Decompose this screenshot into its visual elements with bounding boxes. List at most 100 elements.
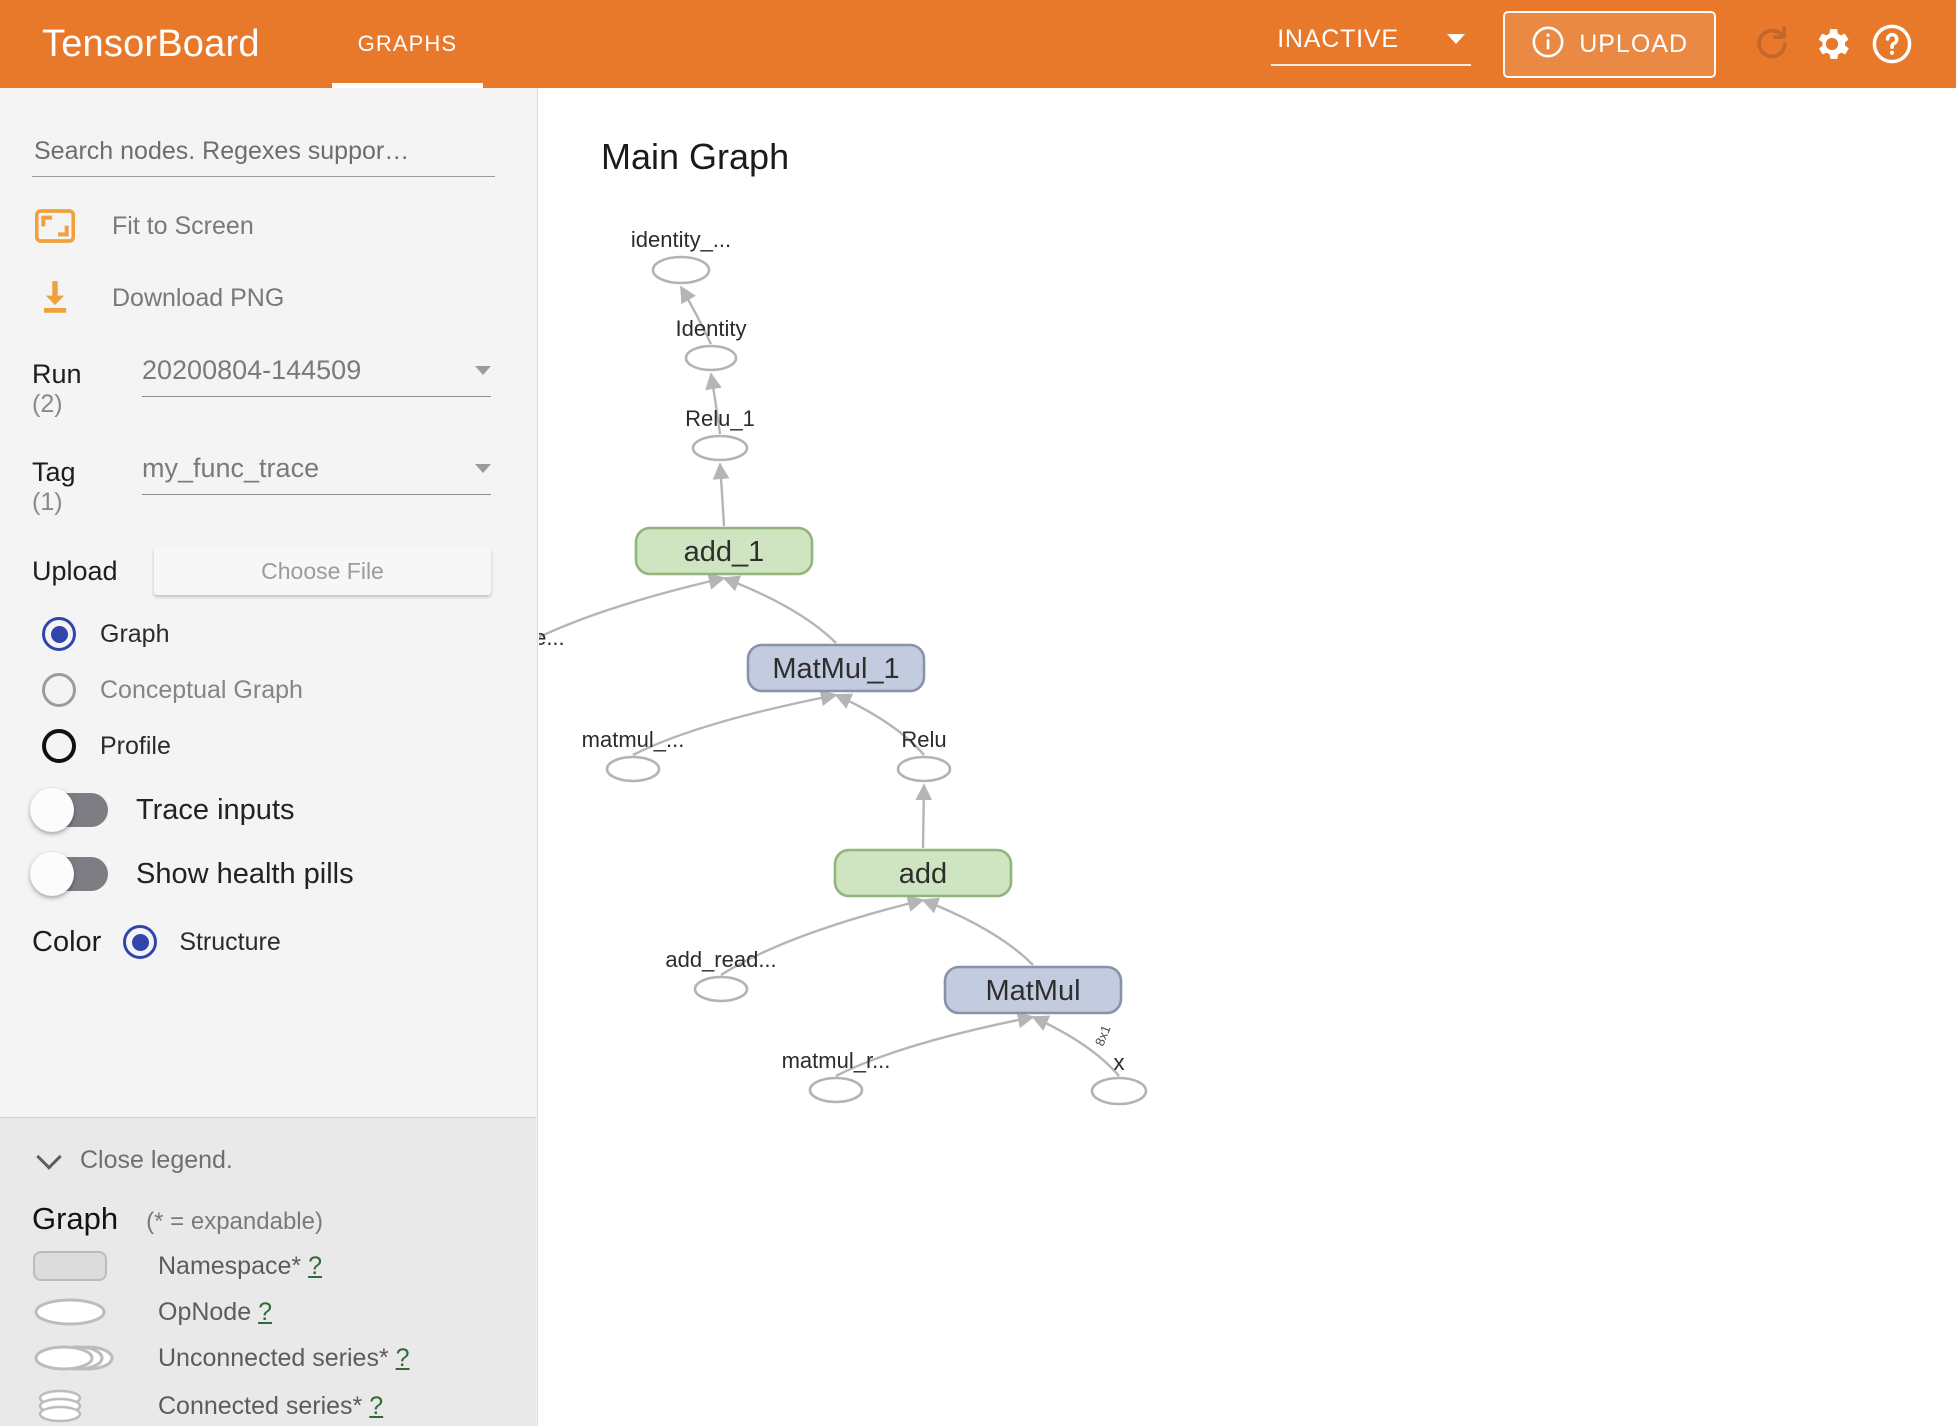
- radio-conceptual-graph-label: Conceptual Graph: [100, 675, 303, 704]
- chevron-down-icon: [475, 464, 491, 473]
- tag-value: my_func_trace: [142, 453, 320, 483]
- run-selector-row: Run (2) 20200804-144509: [32, 355, 537, 419]
- app-header: TensorBoard GRAPHS INACTIVE UPLOAD: [0, 0, 1956, 88]
- upload-button-label: UPLOAD: [1579, 29, 1688, 58]
- legend-label-text: Connected series*: [158, 1391, 363, 1420]
- graph-node-MatMul[interactable]: [943, 965, 1123, 1015]
- graph-node-add_1[interactable]: [634, 526, 814, 576]
- tag-label: Tag: [32, 457, 76, 487]
- radio-profile-label: Profile: [100, 731, 171, 760]
- graph-node-label: Relu_1: [685, 406, 755, 431]
- legend-label-text: OpNode: [158, 1297, 252, 1326]
- nav-tabs: GRAPHS: [331, 0, 484, 88]
- legend-label: OpNode ?: [158, 1298, 272, 1327]
- graph-node-label: add: [899, 858, 947, 890]
- color-label: Color: [32, 925, 102, 958]
- search-input[interactable]: [32, 136, 495, 177]
- download-png-button[interactable]: Download PNG: [32, 275, 537, 321]
- graph-node-MatMul_1[interactable]: [746, 643, 926, 693]
- run-label: Run: [32, 359, 82, 389]
- download-png-label: Download PNG: [112, 283, 285, 312]
- graph-node-label: Identity: [676, 316, 747, 341]
- radio-conceptual-graph-icon: [42, 673, 76, 707]
- unconnected-series-swatch-icon: [32, 1341, 136, 1375]
- radio-graph-label: Graph: [100, 619, 170, 648]
- health-pills-label: Show health pills: [136, 857, 354, 890]
- legend-label: Connected series* ?: [158, 1392, 383, 1421]
- graph-node-label: x: [1114, 1050, 1125, 1075]
- download-icon: [32, 275, 78, 321]
- graph-node-label: MatMul_1: [772, 653, 899, 685]
- graph-node-label: add_1: [684, 536, 765, 568]
- fit-to-screen-button[interactable]: Fit to Screen: [32, 203, 537, 249]
- header-actions: INACTIVE UPLOAD: [1271, 10, 1922, 78]
- radio-graph[interactable]: Graph: [42, 617, 537, 651]
- legend-item-connected-series: Connected series* ?: [32, 1387, 536, 1425]
- radio-profile[interactable]: Profile: [42, 729, 537, 763]
- legend-item-namespace: Namespace* ?: [32, 1249, 536, 1283]
- chevron-down-icon: [1447, 34, 1466, 44]
- legend-help-link[interactable]: ?: [395, 1343, 410, 1372]
- legend-note: (* = expandable): [146, 1208, 323, 1235]
- legend-help-link[interactable]: ?: [369, 1391, 384, 1420]
- legend-label-text: Namespace*: [158, 1251, 302, 1280]
- connected-series-swatch-icon: [32, 1387, 136, 1425]
- legend-item-opnode: OpNode ?: [32, 1295, 536, 1329]
- graph-node-label: add_1_re...: [539, 625, 565, 650]
- tag-dropdown[interactable]: my_func_trace: [142, 453, 491, 495]
- toggle-trace-inputs[interactable]: Trace inputs: [30, 788, 537, 832]
- trace-inputs-switch[interactable]: [30, 788, 108, 832]
- close-legend-label: Close legend.: [80, 1146, 233, 1174]
- graph-edges: [539, 285, 1120, 1078]
- graph-node-label: MatMul: [985, 975, 1080, 1007]
- toggle-health-pills[interactable]: Show health pills: [30, 852, 537, 896]
- legend-header: Graph (* = expandable): [32, 1201, 536, 1237]
- run-state-label: INACTIVE: [1277, 24, 1399, 53]
- graph-node-add[interactable]: [833, 848, 1013, 898]
- health-pills-switch[interactable]: [30, 852, 108, 896]
- graph-node-label: matmul_r...: [782, 1048, 891, 1073]
- graph-node-label: add_read...: [665, 947, 776, 972]
- help-question-icon[interactable]: [1862, 14, 1922, 74]
- run-label-group: Run (2): [32, 355, 142, 419]
- namespace-swatch-icon: [32, 1249, 136, 1283]
- upload-button[interactable]: UPLOAD: [1503, 10, 1716, 78]
- legend-label: Unconnected series* ?: [158, 1344, 410, 1373]
- app-brand: TensorBoard: [42, 22, 260, 65]
- graph-node-label: identity_...: [631, 227, 731, 252]
- radio-profile-icon: [42, 729, 76, 763]
- legend-help-link[interactable]: ?: [308, 1251, 322, 1280]
- run-value: 20200804-144509: [142, 355, 362, 385]
- fit-to-screen-label: Fit to Screen: [112, 211, 254, 240]
- legend-panel: Close legend. Graph (* = expandable) Nam…: [0, 1117, 536, 1426]
- radio-conceptual-graph[interactable]: Conceptual Graph: [42, 673, 537, 707]
- trace-inputs-label: Trace inputs: [136, 793, 295, 826]
- radio-graph-icon: [42, 617, 76, 651]
- run-state-dropdown[interactable]: INACTIVE: [1271, 23, 1472, 66]
- graph-node-label: matmul_...: [582, 727, 685, 752]
- run-count: (2): [32, 390, 63, 418]
- radio-structure-icon[interactable]: [123, 925, 158, 959]
- search-field-wrapper: [32, 136, 495, 177]
- tag-count: (1): [32, 488, 63, 516]
- close-legend-toggle[interactable]: Close legend.: [36, 1143, 536, 1175]
- tag-selector-row: Tag (1) my_func_trace: [32, 453, 537, 517]
- legend-item-unconnected-series: Unconnected series* ?: [32, 1341, 536, 1375]
- switch-knob: [30, 852, 74, 896]
- legend-help-link[interactable]: ?: [258, 1297, 272, 1326]
- settings-gear-icon[interactable]: [1802, 14, 1862, 74]
- graph-edge-label: 8x1: [1092, 1023, 1114, 1048]
- choose-file-button[interactable]: Choose File: [154, 547, 491, 595]
- tab-graphs[interactable]: GRAPHS: [331, 0, 484, 88]
- opnode-swatch-icon: [32, 1295, 136, 1329]
- legend-label-text: Unconnected series*: [158, 1343, 389, 1372]
- graph-title: Main Graph: [601, 136, 790, 177]
- tag-label-group: Tag (1): [32, 453, 142, 517]
- color-row: Color Structure: [32, 925, 537, 959]
- graph-edge-labels: 8x1: [1092, 1023, 1114, 1048]
- upload-row: Upload Choose File: [32, 547, 537, 595]
- run-dropdown[interactable]: 20200804-144509: [142, 355, 491, 397]
- reload-icon[interactable]: [1742, 14, 1802, 74]
